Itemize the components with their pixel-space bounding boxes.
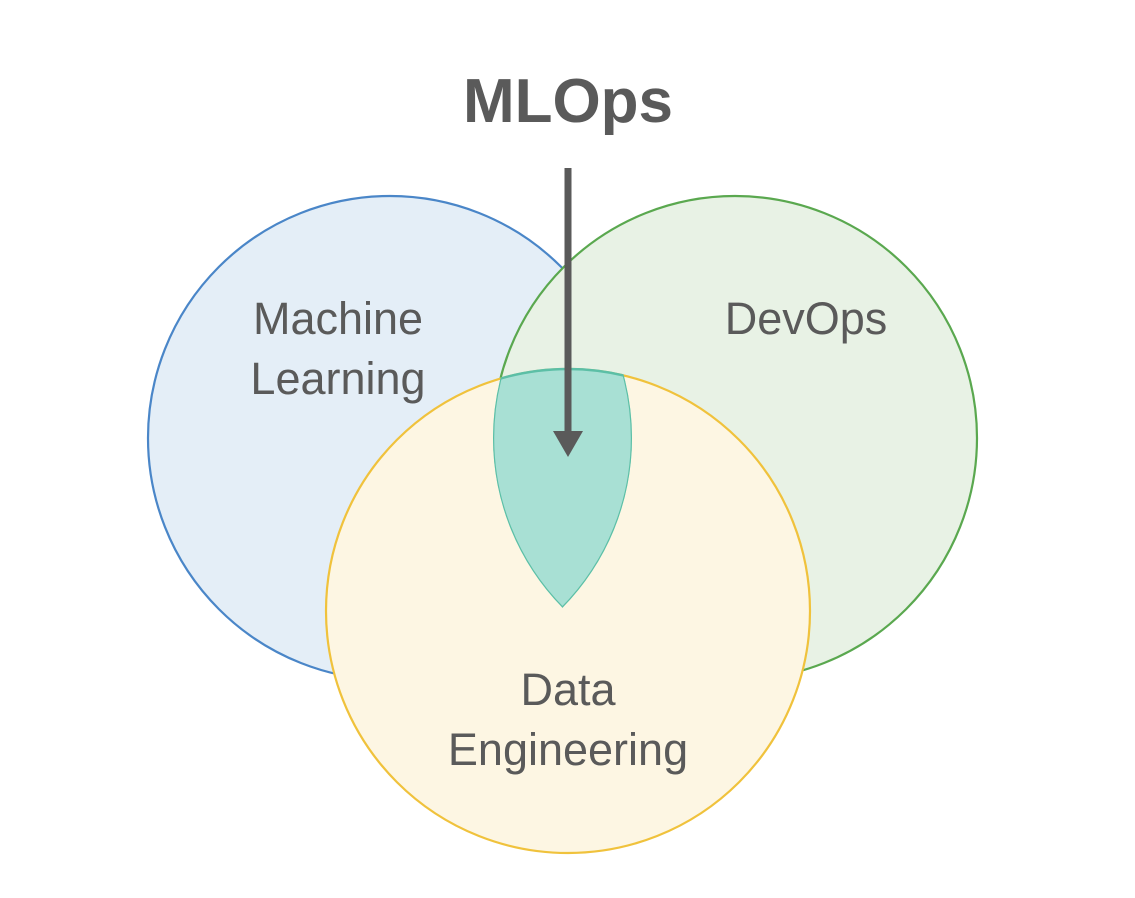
venn-circles-group <box>146 194 979 855</box>
label-devops-line1: DevOps <box>725 293 888 344</box>
arrow-head-icon <box>553 431 583 457</box>
label-machine-learning-line2: Learning <box>250 353 425 404</box>
label-machine-learning: Machine Learning <box>250 293 425 404</box>
page-title: MLOps <box>463 67 673 136</box>
label-devops: DevOps <box>725 293 888 344</box>
label-data-engineering-line1: Data <box>520 664 616 715</box>
label-data-engineering: Data Engineering <box>448 664 688 775</box>
mlops-arrow <box>553 168 583 457</box>
label-data-engineering-line2: Engineering <box>448 724 688 775</box>
label-machine-learning-line1: Machine <box>253 293 423 344</box>
